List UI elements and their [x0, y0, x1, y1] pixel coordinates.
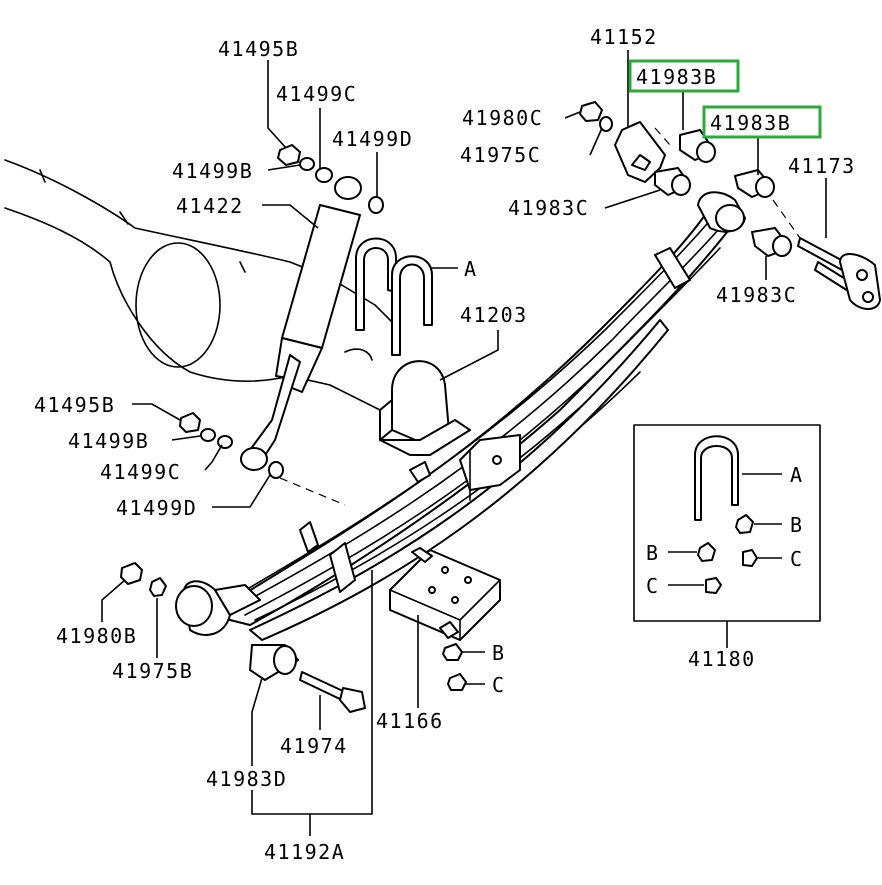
label-41422: 41422: [176, 194, 244, 218]
label-41166: 41166: [376, 709, 444, 733]
label-41974: 41974: [280, 734, 348, 758]
label-41980b: 41980B: [56, 624, 137, 648]
label-41173: 41173: [788, 154, 856, 178]
label-callout-c-plate: C: [492, 673, 506, 697]
label-41180: 41180: [688, 647, 756, 671]
leader-lines: [101, 50, 827, 836]
highlight-41983b-1: [628, 59, 740, 93]
label-inset-c-right: C: [790, 547, 804, 571]
label-41495b-top: 41495B: [218, 37, 299, 61]
label-41983b-1: 41983B: [636, 65, 717, 89]
shock-top-hardware: [277, 144, 384, 214]
leaf-spring-41192a: [175, 191, 746, 641]
label-41499d-top: 41499D: [332, 127, 413, 151]
label-inset-b-left: B: [646, 541, 660, 565]
inset-41180-box: [633, 424, 821, 622]
shock-bottom-hardware: [179, 412, 346, 506]
part-labels: 41495B 41499C 41499D 41499B 41422 41152 …: [34, 25, 856, 864]
label-inset-c-left: C: [646, 574, 660, 598]
label-41499b-bottom: 41499B: [68, 429, 149, 453]
label-41983b-2: 41983B: [710, 111, 791, 135]
shackle-plate-41173: [772, 199, 881, 310]
label-inset-b-right: B: [790, 513, 804, 537]
label-41203: 41203: [460, 303, 528, 327]
label-41152: 41152: [590, 25, 658, 49]
label-41499d-bottom: 41499D: [116, 496, 197, 520]
label-41980c: 41980C: [462, 106, 543, 130]
label-41495b-bottom: 41495B: [34, 393, 115, 417]
label-callout-a-main: A: [464, 257, 478, 281]
label-41983c-right: 41983C: [716, 283, 797, 307]
spring-pad-41203: [379, 360, 471, 456]
label-41499b-top: 41499B: [172, 159, 253, 183]
front-eye-hardware: [120, 562, 366, 713]
label-41192a: 41192A: [264, 840, 345, 864]
highlight-41983b-2: [702, 105, 822, 139]
label-41975b: 41975B: [112, 659, 193, 683]
label-41499c-top: 41499C: [276, 82, 357, 106]
label-41983c-left: 41983C: [508, 196, 589, 220]
rear-shackle-41152: [579, 101, 792, 257]
axle-housing: [4, 159, 401, 411]
shock-absorber-41422: [240, 176, 362, 471]
label-callout-b-plate: B: [492, 641, 506, 665]
u-bolts: [355, 237, 433, 356]
seat-plate-41166: [389, 547, 501, 691]
label-inset-a: A: [790, 463, 804, 487]
label-41983d: 41983D: [206, 767, 287, 791]
label-41975c: 41975C: [460, 143, 541, 167]
label-41499c-bottom: 41499C: [100, 460, 181, 484]
